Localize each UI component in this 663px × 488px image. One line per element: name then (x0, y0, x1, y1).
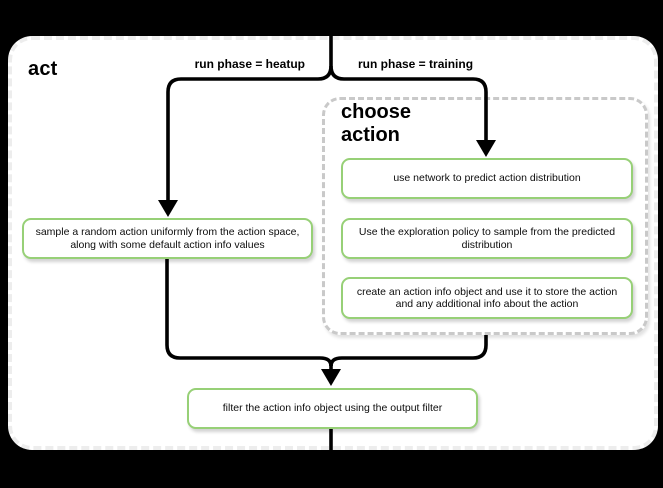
act-title: act (28, 58, 58, 80)
node-exploration-policy: Use the exploration policy to sample fro… (341, 218, 633, 259)
branch-label-training: run phase = training (358, 57, 474, 71)
node-filter-output-label: filter the action info object using the … (222, 402, 443, 415)
node-create-action-info-label: create an action info object and use it … (356, 285, 618, 311)
node-exploration-policy-label: Use the exploration policy to sample fro… (358, 226, 616, 251)
node-filter-output: filter the action info object using the … (187, 388, 478, 429)
node-sample-random-action-label: sample a random action uniformly from th… (35, 226, 300, 251)
choose-action-title: choose action (341, 101, 412, 146)
node-use-network: use network to predict action distributi… (341, 158, 633, 199)
node-use-network-label: use network to predict action distributi… (393, 172, 581, 185)
node-sample-random-action: sample a random action uniformly from th… (22, 218, 313, 259)
branch-label-heatup: run phase = heatup (194, 57, 305, 71)
node-create-action-info: create an action info object and use it … (341, 277, 633, 319)
